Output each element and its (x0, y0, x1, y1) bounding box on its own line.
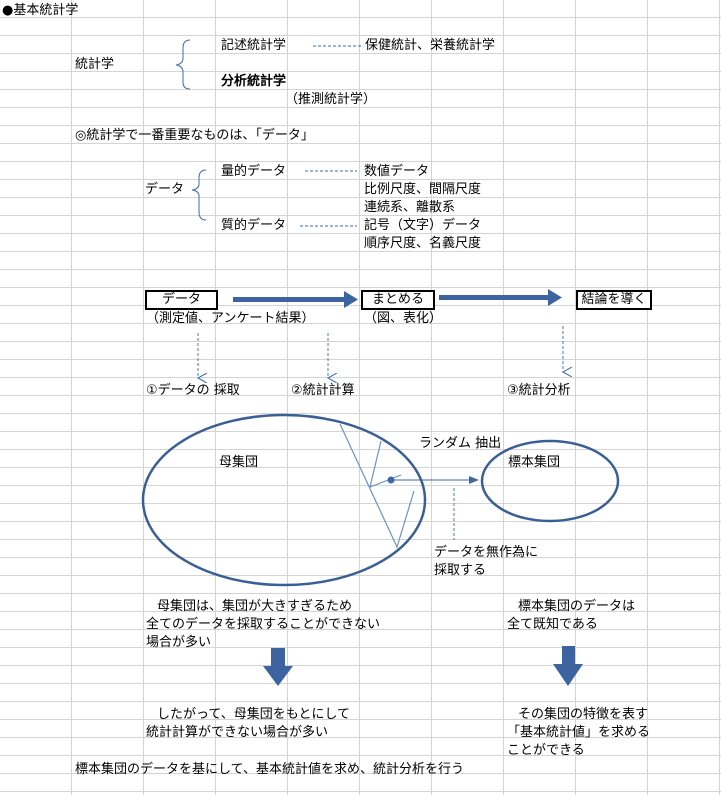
sample-text-line: 標本集団のデータは (518, 599, 636, 614)
sample-result-line: ことができる (507, 743, 585, 758)
population-text-line: 母集団は、集団が大きすぎるため (157, 599, 353, 614)
qualitative-item: 順序尺度、名義尺度 (364, 236, 482, 251)
extraction-dot (387, 476, 395, 484)
important-note: ◎統計学で一番重要なものは、「データ」 (75, 128, 314, 143)
page-title: ●基本統計学 (2, 3, 79, 18)
population-result-line: したがって、母集団をもとにして (157, 707, 351, 722)
data-bracket (191, 169, 207, 221)
flow-step2-box: まとめる (361, 290, 435, 310)
step-label-collect: ①データの 採取 (146, 383, 240, 398)
sample-result-line: その集団の特徴を表す (518, 707, 649, 722)
population-down-arrow (263, 648, 293, 686)
sample-ellipse (480, 439, 620, 523)
quantitative-item: 比例尺度、間隔尺度 (364, 182, 482, 197)
analytical-stats-note: （推測統計学） (285, 92, 377, 107)
population-label: 母集団 (219, 455, 259, 470)
random-extraction-label: ランダム 抽出 (419, 436, 502, 451)
stats-bracket (175, 39, 191, 90)
sample-label: 標本集団 (508, 455, 561, 470)
stats-root-label: 統計学 (75, 57, 115, 72)
quantitative-item: 数値データ (364, 164, 430, 179)
sample-wedge (339, 423, 415, 549)
descriptive-examples: 保健統計、栄養統計学 (365, 38, 496, 53)
flow-step1-note: （測定値、アンケート結果） (146, 311, 315, 326)
random-note-line: データを無作為に (434, 545, 539, 560)
descriptive-stats-label: 記述統計学 (221, 38, 287, 53)
step-label-calc: ②統計計算 (291, 383, 355, 398)
population-text-line: 場合が多い (146, 635, 212, 650)
quantitative-data-label: 量的データ (221, 164, 287, 179)
flow-step2-note: （図、表化） (364, 311, 443, 326)
conclusion-text: 標本集団のデータを基にして、基本統計値を求め、統計分析を行う (75, 762, 464, 777)
flow-arrow-1 (233, 291, 358, 308)
quantitative-item: 連続系、離散系 (364, 200, 456, 215)
data-root-label: データ (145, 182, 185, 197)
sample-text-line: 全て既知である (507, 617, 598, 632)
sample-result-line: 「基本統計値」を求める (507, 725, 651, 740)
population-text-line: 全てのデータを採取することができない (146, 617, 381, 632)
sample-down-arrow (553, 646, 583, 686)
qualitative-data-label: 質的データ (221, 218, 287, 233)
flow-step3-box: 結論を導く (576, 290, 652, 310)
population-ellipse (141, 413, 427, 587)
population-result-line: 統計計算ができない場合が多い (146, 725, 329, 740)
qualitative-item: 記号（文字）データ (364, 218, 482, 233)
flow-arrow-2 (439, 289, 562, 306)
random-note-line: 採取する (434, 563, 487, 578)
step-label-analysis: ③統計分析 (507, 383, 571, 398)
flow-step1-box: データ (145, 290, 218, 310)
analytical-stats-label: 分析統計学 (221, 74, 287, 89)
